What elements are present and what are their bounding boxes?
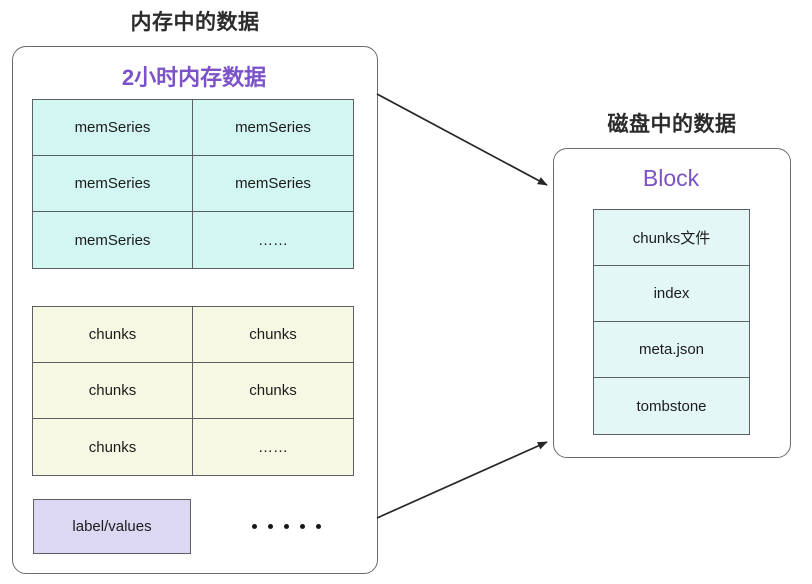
memory-to-block-bottom-arrow (376, 441, 548, 519)
disk-panel: Block chunks文件 index meta.json tombstone (553, 148, 791, 458)
label-values-box: label/values (33, 499, 191, 554)
memseries-cell: memSeries (193, 100, 353, 156)
chunks-cell: chunks (193, 307, 353, 363)
block-panel-title: Block (642, 165, 700, 191)
disk-section-heading: 磁盘中的数据 (607, 113, 737, 136)
block-file-row: tombstone (594, 378, 749, 434)
memseries-ellipsis-cell: …… (193, 212, 353, 268)
dot-icon (299, 524, 305, 529)
memory-section-heading: 内存中的数据 (130, 11, 260, 34)
chunks-cell: chunks (33, 363, 193, 419)
chunks-cell: chunks (33, 307, 193, 363)
dot-icon (251, 524, 257, 529)
ellipsis-dots (221, 499, 351, 554)
block-file-row: chunks文件 (594, 210, 749, 266)
dot-icon (283, 524, 289, 529)
dot-icon (315, 524, 321, 529)
memseries-cell: memSeries (33, 100, 193, 156)
memseries-cell: memSeries (33, 156, 193, 212)
chunks-cell: chunks (193, 363, 353, 419)
memory-panel: 2小时内存数据 memSeries memSeries memSeries me… (12, 46, 378, 574)
memseries-cell: memSeries (33, 212, 193, 268)
memseries-table: memSeries memSeries memSeries memSeries … (32, 99, 354, 269)
block-file-row: index (594, 266, 749, 322)
dot-icon (267, 524, 273, 529)
memory-to-block-top-arrow (376, 93, 548, 186)
memseries-cell: memSeries (193, 156, 353, 212)
chunks-ellipsis-cell: …… (193, 419, 353, 475)
chunks-table: chunks chunks chunks chunks chunks …… (32, 306, 354, 476)
chunks-cell: chunks (33, 419, 193, 475)
block-files-table: chunks文件 index meta.json tombstone (593, 209, 750, 435)
block-file-row: meta.json (594, 322, 749, 378)
memory-panel-title: 2小时内存数据 (121, 65, 267, 90)
